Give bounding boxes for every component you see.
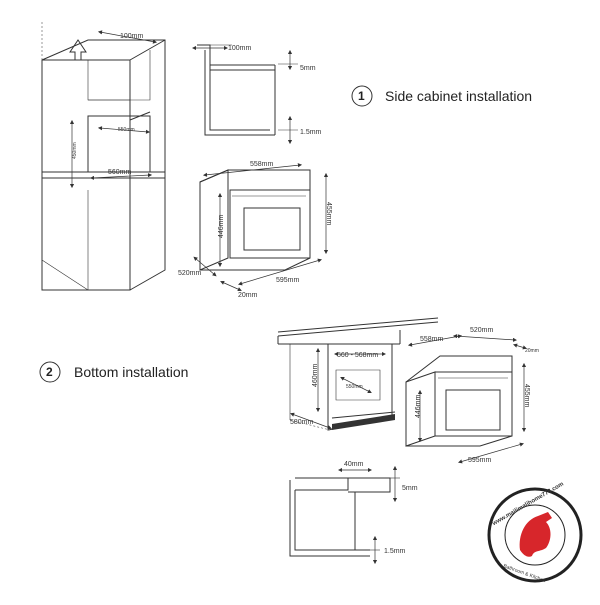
dim1-oven-inner-height: 446mm <box>218 214 225 238</box>
dim-cut-width-bottom: 580mm <box>290 419 314 426</box>
dim1-oven-height: 455mm <box>325 202 332 226</box>
dim-side2-bottom: 1.5mm <box>384 548 406 555</box>
stamp-inner-ring <box>504 504 566 566</box>
dim-opening-width: 560mm <box>108 169 132 176</box>
dim2-oven-width-top: 558mm <box>420 336 444 343</box>
dim2-oven-inner-height: 446mm <box>415 394 422 418</box>
dim-side2-top: 5mm <box>402 485 418 492</box>
section-1-badge <box>351 85 373 107</box>
oven-drawing-2: 558mm 520mm 20mm 455mm 446mm 595mm <box>405 327 539 464</box>
side-detail-2: 40mm 5mm 1.5mm <box>289 461 418 565</box>
dim1-oven-width: 595mm <box>276 277 300 284</box>
dim2-oven-width: 595mm <box>468 457 492 464</box>
dim-cut-width: 560 - 568mm <box>337 352 378 359</box>
side-detail-1: 100mm 5mm 1.5mm <box>191 44 322 145</box>
section-1-number: 1 <box>358 89 365 103</box>
horse-logo-icon <box>519 512 552 557</box>
dim1-oven-width-top: 558mm <box>250 161 274 168</box>
dim-cut-depth: 550mm <box>346 384 363 390</box>
section-1-heading: 1 Side cabinet installation <box>351 85 532 107</box>
section-2-number: 2 <box>46 365 53 379</box>
dim2-oven-depth: 520mm <box>470 327 494 334</box>
dim-cut-height: 460mm <box>312 363 319 387</box>
dim-opening-height: 450mm <box>72 142 78 159</box>
dim1-oven-depth: 520mm <box>178 270 202 277</box>
brand-stamp: www.mailimalihome778.com Bathroom & Kitc… <box>487 481 583 584</box>
section-2-badge <box>39 361 61 383</box>
dim-side-bottom: 1.5mm <box>300 129 322 136</box>
dim-side-gap: 100mm <box>228 45 252 52</box>
dim-inner-depth: 550mm <box>118 127 135 133</box>
dim-side2-gap: 40mm <box>344 461 364 468</box>
tall-cabinet-drawing: 100mm 550mm 450mm 560mm <box>41 20 166 291</box>
dim1-oven-front: 20mm <box>238 292 258 299</box>
oven-drawing-1: 558mm 455mm 446mm 520mm 20mm 595mm <box>178 161 332 299</box>
section-2-title: Bottom installation <box>74 364 188 380</box>
section-1-title: Side cabinet installation <box>385 88 532 104</box>
dim-side-top: 5mm <box>300 65 316 72</box>
dim2-oven-height: 455mm <box>523 384 530 408</box>
up-arrow-icon <box>69 39 87 61</box>
dim-top-depth: 100mm <box>120 33 144 40</box>
section-2-heading: 2 Bottom installation <box>39 361 188 383</box>
counter-cabinet-drawing: 560 - 568mm 460mm 550mm 580mm <box>277 317 439 431</box>
dim2-oven-front: 20mm <box>525 348 539 354</box>
